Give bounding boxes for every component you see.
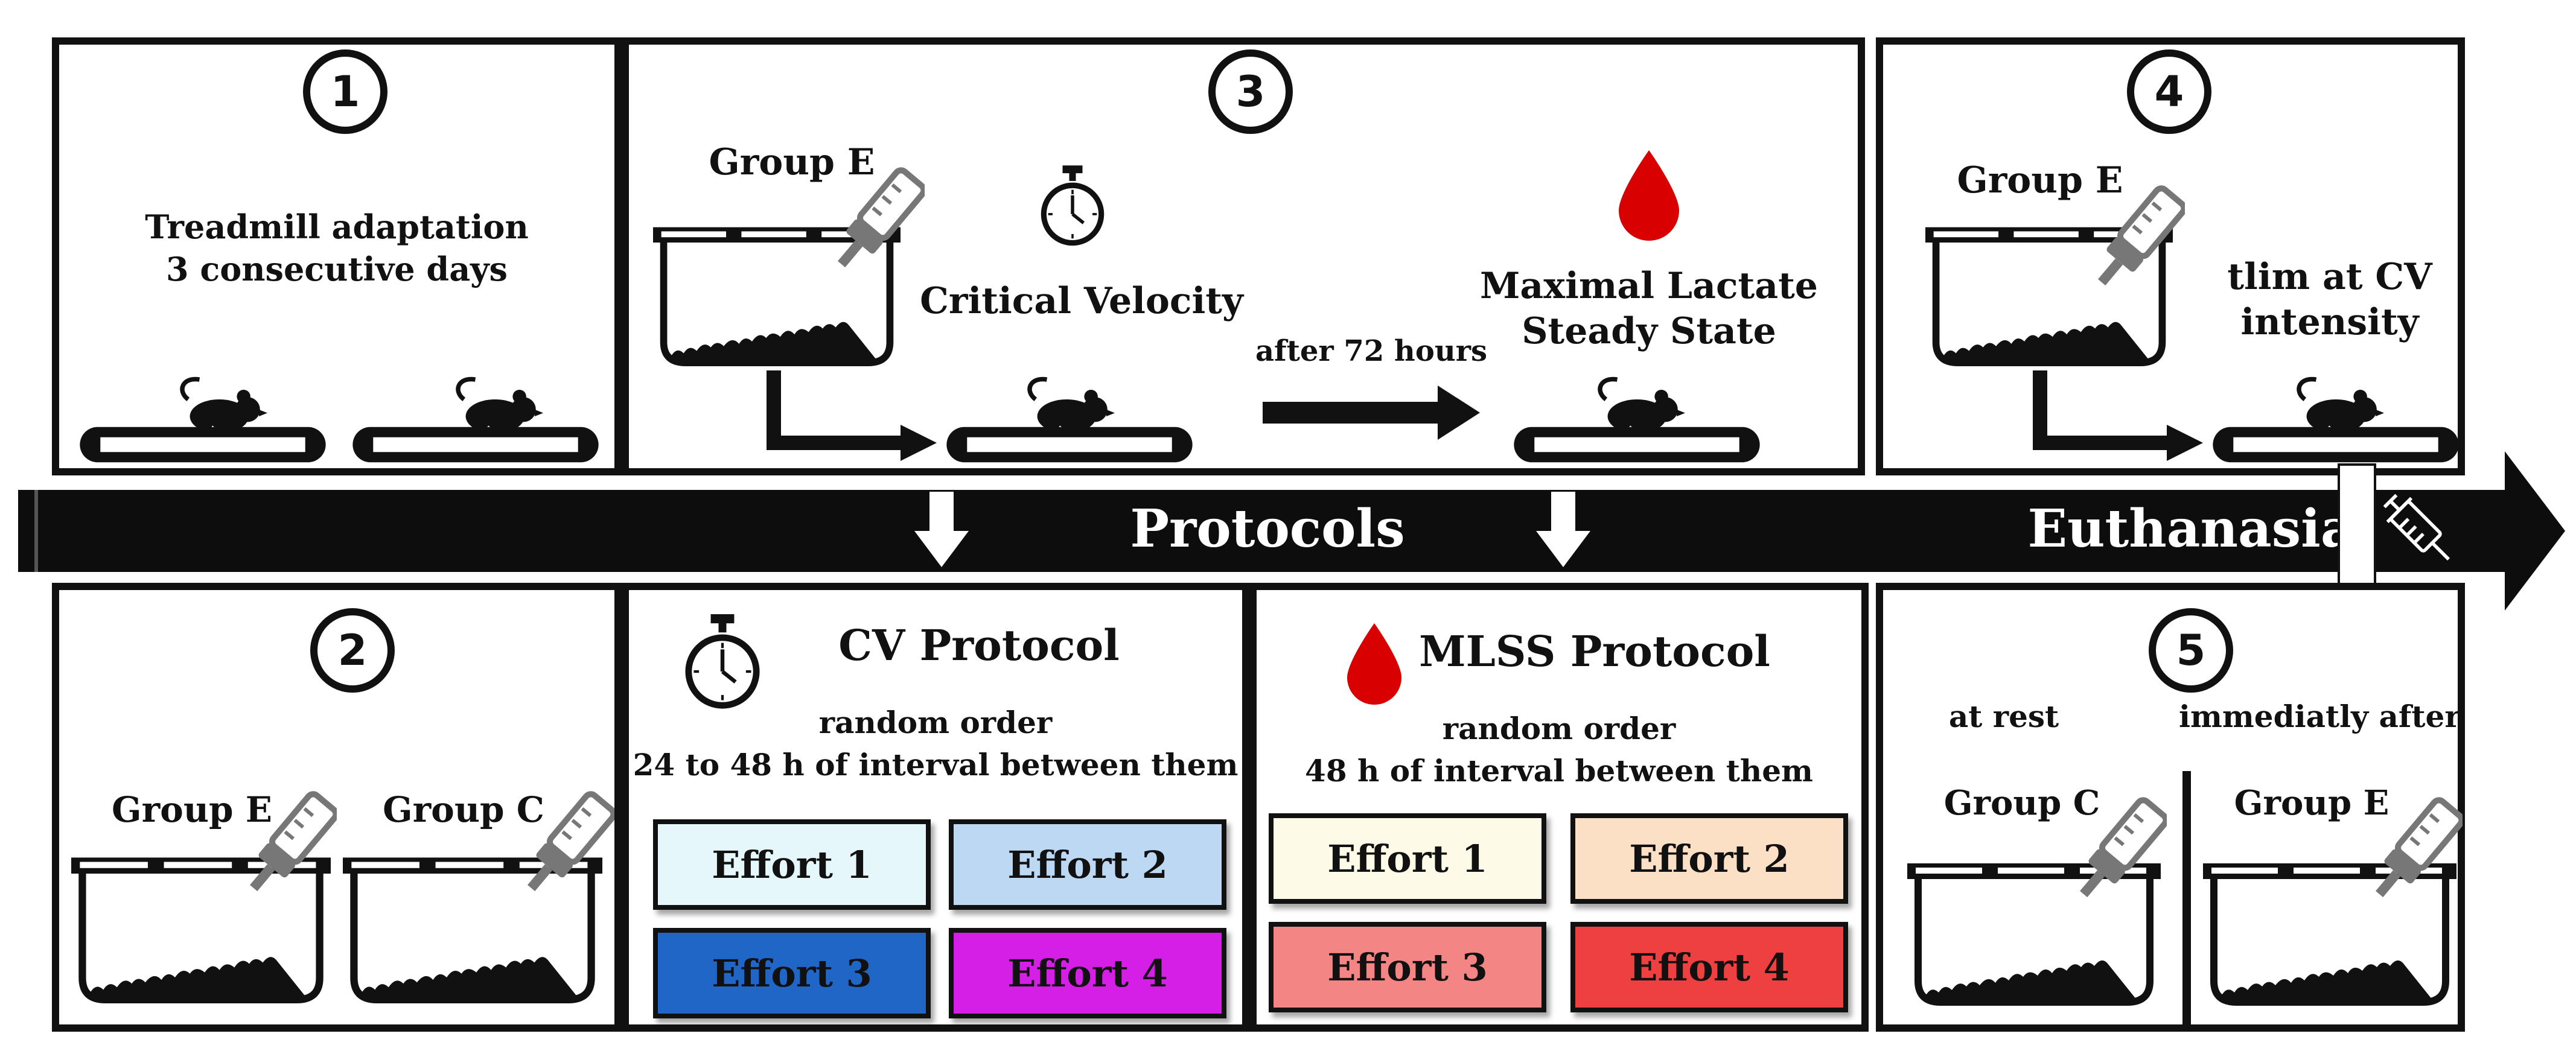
panel-3-group-label: Group E — [709, 141, 875, 183]
euthanasia-label: Euthanasia — [2027, 498, 2354, 559]
panel-5-group-c: Group C — [1943, 783, 2100, 823]
panel-1-line-1: Treadmill adaptation — [145, 208, 529, 246]
mlss-effort-4: Effort 4 — [1570, 922, 1848, 1012]
panel-5-divider — [2182, 771, 2191, 1024]
panel-1: 1 Treadmill adaptation 3 consecutive day… — [52, 37, 622, 475]
cv-protocol-panel: CV Protocol random order 24 to 48 h of i… — [622, 583, 1249, 1032]
cv-effort-4: Effort 4 — [949, 928, 1226, 1018]
mlss-line-2: Steady State — [1522, 310, 1776, 352]
panel-5-group-e: Group E — [2234, 783, 2389, 823]
step-number-3: 3 — [1208, 49, 1293, 134]
panel-4-group-label: Group E — [1957, 159, 2123, 202]
blood-drop-icon — [1347, 623, 1401, 705]
protocols-label: Protocols — [1130, 498, 1405, 559]
step-number-2: 2 — [310, 608, 395, 693]
stopwatch-icon — [683, 614, 762, 712]
transition-arrow — [1263, 386, 1480, 440]
step-number-5: 5 — [2149, 608, 2233, 693]
critical-velocity-label: Critical Velocity — [920, 280, 1243, 322]
panel-5: 5 at rest immediatly after Group C Group… — [1876, 583, 2465, 1032]
bottle-icon — [240, 789, 337, 904]
panel-1-line-2: 3 consecutive days — [166, 250, 508, 288]
elbow-arrow — [2033, 370, 2203, 461]
mlss-effort-2: Effort 2 — [1570, 813, 1848, 904]
mlss-protocol-panel: MLSS Protocol random order 48 h of inter… — [1249, 583, 1869, 1032]
mlss-random-order: random order — [1442, 711, 1676, 746]
after-72-hours-label: after 72 hours — [1255, 334, 1488, 368]
panel-3: 3 Group E Critical Velocity after 72 hou… — [622, 37, 1865, 475]
panel-4: 4 Group E tlim at CV intensity — [1876, 37, 2465, 475]
cv-interval: 24 to 48 h of interval between them — [633, 747, 1239, 783]
immediately-after-label: immediatly after — [2179, 699, 2461, 734]
panel-2-group-c: Group C — [383, 789, 544, 830]
cv-effort-1: Effort 1 — [653, 819, 931, 910]
mlss-protocol-title: MLSS Protocol — [1419, 626, 1770, 676]
panel-2-group-e: Group E — [112, 789, 272, 830]
cv-effort-3: Effort 3 — [653, 928, 931, 1018]
down-arrow-icon — [914, 492, 969, 567]
bottle-icon — [2366, 795, 2463, 910]
cv-effort-2: Effort 2 — [949, 819, 1226, 910]
mlss-effort-3: Effort 3 — [1269, 922, 1546, 1012]
cv-protocol-title: CV Protocol — [838, 620, 1120, 670]
mlss-effort-1: Effort 1 — [1269, 813, 1546, 904]
mlss-line-1: Maximal Lactate — [1480, 265, 1818, 307]
tlim-line-1: tlim at CV — [2227, 256, 2432, 298]
elbow-arrow — [767, 370, 937, 461]
bottle-icon — [2070, 795, 2167, 910]
mlss-interval: 48 h of interval between them — [1305, 753, 1813, 789]
panel-2: 2 Group E Group C — [52, 583, 622, 1032]
at-rest-label: at rest — [1948, 699, 2059, 734]
down-arrow-icon — [1536, 492, 1590, 567]
cv-random-order: random order — [818, 705, 1053, 740]
bottle-icon — [518, 789, 614, 904]
tlim-line-2: intensity — [2240, 301, 2419, 343]
